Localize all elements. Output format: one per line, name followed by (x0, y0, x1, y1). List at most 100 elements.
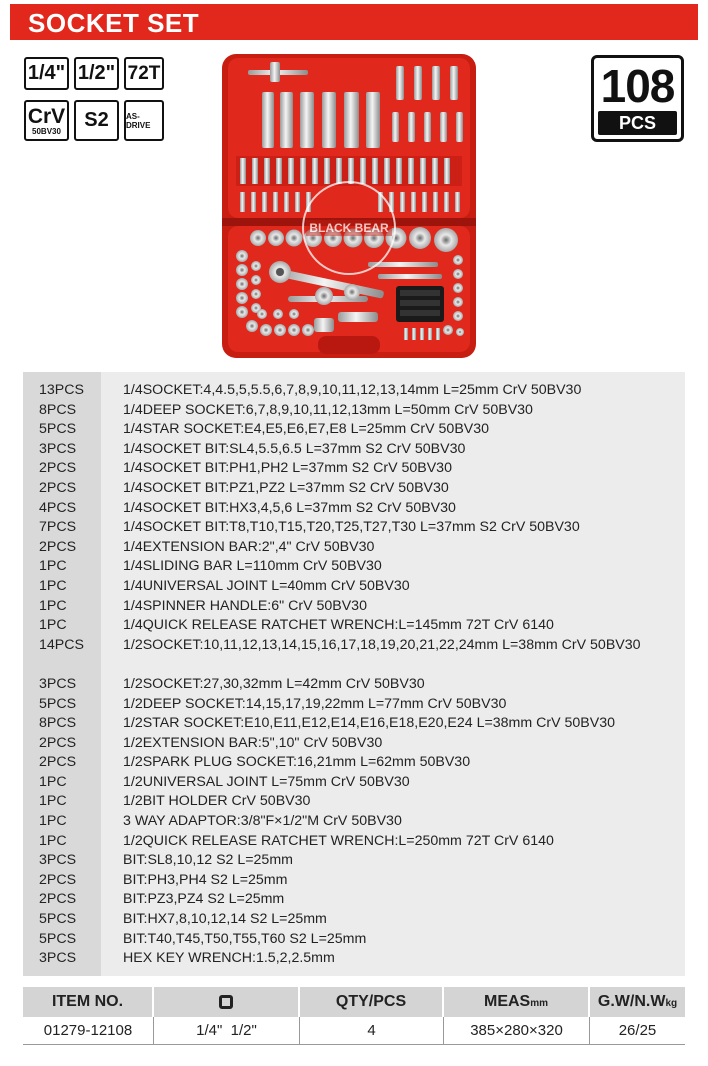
spec-description: 3 WAY ADAPTOR:3/8"F×1/2"M CrV 50BV30 (123, 813, 402, 830)
spec-row: 13PCS 1/4SOCKET:4,4.5,5,5.5,6,7,8,9,10,11… (23, 381, 685, 401)
spec-quantity: 4PCS (39, 499, 77, 516)
spec-quantity: 2PCS (39, 538, 77, 555)
spec-description: 1/4SOCKET BIT:PH1,PH2 L=37mm S2 CrV 50BV… (123, 460, 452, 477)
header-meas-label: MEAS (483, 993, 531, 1010)
hex-key-handle-block (396, 286, 444, 322)
spec-quantity: 3PCS (39, 852, 77, 869)
spec-description: 1/4EXTENSION BAR:2",4" CrV 50BV30 (123, 538, 375, 555)
spec-description: 1/4UNIVERSAL JOINT L=40mm CrV 50BV30 (123, 577, 410, 594)
spec-quantity: 2PCS (39, 891, 77, 908)
spec-quantity: 5PCS (39, 911, 77, 928)
badge-material-grade: 50BV30 (32, 126, 61, 136)
packing-info-table: ITEM NO. QTY/PCS MEASmm G.W/N.Wkg 01279-… (23, 987, 685, 1045)
spec-description: BIT:T40,T45,T50,T55,T60 S2 L=25mm (123, 930, 367, 947)
spec-row: 4PCS 1/4SOCKET BIT:HX3,4,5,6 L=37mm S2 Cr… (23, 499, 685, 519)
spec-quantity: 5PCS (39, 930, 77, 947)
spec-quantity: 8PCS (39, 715, 77, 732)
spec-row: 5PCS BIT:T40,T45,T50,T55,T60 S2 L=25mm (23, 930, 685, 950)
spec-description: 1/4SOCKET:4,4.5,5,5.5,6,7,8,9,10,11,12,1… (123, 382, 582, 398)
star-sockets (443, 255, 464, 336)
spec-description: BIT:HX7,8,10,12,14 S2 L=25mm (123, 911, 327, 928)
spec-description: 1/4SOCKET BIT:SL4,5.5,6.5 L=37mm S2 CrV … (123, 440, 466, 457)
header-item-no: ITEM NO. (23, 987, 154, 1017)
header-weight: G.W/N.Wkg (590, 987, 685, 1017)
cell-meas: 385×280×320 (444, 1017, 590, 1045)
spec-description: 1/4SOCKET BIT:T8,T10,T15,T20,T25,T27,T30… (123, 519, 580, 536)
spec-description: 1/4QUICK RELEASE RATCHET WRENCH:L=145mm … (123, 617, 554, 634)
spec-quantity: 1PC (39, 773, 67, 790)
spec-description: 1/2SOCKET:10,11,12,13,14,15,16,17,18,19,… (123, 636, 641, 653)
badge-material: CrV 50BV30 (24, 100, 69, 141)
header-meas: MEASmm (444, 987, 590, 1017)
spec-quantity: 8PCS (39, 401, 77, 418)
spec-row: 1PC 1/2QUICK RELEASE RATCHET WRENCH:L=250… (23, 832, 685, 852)
spec-row: 1PC 1/4SLIDING BAR L=110mm CrV 50BV30 (23, 557, 685, 577)
cell-drive: 1/4" 1/2" (154, 1017, 300, 1045)
spec-description: 1/2UNIVERSAL JOINT L=75mm CrV 50BV30 (123, 773, 410, 790)
spec-quantity: 1PC (39, 597, 67, 614)
badge-finish: AS-DRIVE (124, 100, 164, 141)
spec-quantity: 2PCS (39, 479, 77, 496)
spec-quantity: 1PC (39, 558, 67, 575)
spec-quantity: 1PC (39, 577, 67, 594)
spec-description: 1/2SOCKET:27,30,32mm L=42mm CrV 50BV30 (123, 675, 425, 692)
brand-watermark: BLACK BEAR (302, 181, 396, 275)
spec-description: 1/2SPARK PLUG SOCKET:16,21mm L=62mm 50BV… (123, 754, 471, 771)
spec-description: 1/4STAR SOCKET:E4,E5,E6,E7,E8 L=25mm CrV… (123, 421, 490, 438)
cell-weight: 26/25 (618, 1022, 657, 1039)
quarter-inch-sockets (236, 250, 314, 336)
half-inch-sockets-row (250, 227, 458, 252)
spec-quantity: 2PCS (39, 871, 77, 888)
cell-qty: 4 (300, 1017, 444, 1045)
spec-description: 1/4DEEP SOCKET:6,7,8,9,10,11,12,13mm L=5… (123, 401, 533, 418)
spec-description: 1/4SLIDING BAR L=110mm CrV 50BV30 (123, 558, 382, 575)
spec-description: 1/2STAR SOCKET:E10,E11,E12,E14,E16,E18,E… (123, 715, 615, 732)
table-row: 01279-12108 1/4" 1/2" 4 385×280×320 26/2… (23, 1017, 685, 1045)
badge-bit-steel: S2 (74, 100, 119, 141)
spec-row: 3PCS BIT:SL8,10,12 S2 L=25mm (23, 851, 685, 871)
spec-quantity: 13PCS (39, 382, 84, 398)
spec-quantity: 1PC (39, 793, 67, 810)
specification-panel: 13PCS 1/4SOCKET:4,4.5,5,5.5,6,7,8,9,10,11… (23, 372, 685, 976)
quantity-column-background (23, 372, 101, 976)
packing-table-header: ITEM NO. QTY/PCS MEASmm G.W/N.Wkg (23, 987, 685, 1017)
deep-sockets-large (262, 92, 380, 148)
piece-count-number: 108 (600, 60, 676, 112)
ratchet-wrench-small (288, 284, 368, 305)
spec-row: 2PCS 1/4SOCKET BIT:PZ1,PZ2 L=37mm S2 CrV … (23, 479, 685, 499)
header-qty-pcs: QTY/PCS (300, 987, 444, 1017)
spec-description: BIT:SL8,10,12 S2 L=25mm (123, 852, 293, 869)
spec-row: 7PCS 1/4SOCKET BIT:T8,T10,T15,T20,T25,T27… (23, 518, 685, 538)
square-drive-icon (219, 994, 233, 1009)
spec-quantity: 2PCS (39, 460, 77, 477)
badge-half-drive: 1/2" (74, 57, 119, 90)
badge-teeth: 72T (124, 57, 164, 90)
header-meas-unit: mm (530, 998, 549, 1009)
socket-bits-row (236, 156, 462, 212)
spec-description: 1/2QUICK RELEASE RATCHET WRENCH:L=250mm … (123, 832, 554, 849)
header-drive (154, 987, 300, 1017)
svg-text:BLACK BEAR: BLACK BEAR (309, 221, 389, 235)
spec-row: 8PCS 1/4DEEP SOCKET:6,7,8,9,10,11,12,13mm… (23, 401, 685, 421)
spec-row: 8PCS 1/2STAR SOCKET:E10,E11,E12,E14,E16,E… (23, 714, 685, 734)
spec-quantity: 7PCS (39, 519, 77, 536)
spec-row: 2PCS BIT:PH3,PH4 S2 L=25mm (23, 871, 685, 891)
spec-description: 1/4SOCKET BIT:PZ1,PZ2 L=37mm S2 CrV 50BV… (123, 479, 449, 496)
spec-description: BIT:PH3,PH4 S2 L=25mm (123, 871, 288, 888)
spec-quantity: 3PCS (39, 950, 77, 967)
spec-description: 1/4SOCKET BIT:HX3,4,5,6 L=37mm S2 CrV 50… (123, 499, 456, 516)
spec-quantity: 5PCS (39, 695, 77, 712)
spec-quantity: 1PC (39, 832, 67, 849)
badge-material-label: CrV (27, 104, 66, 128)
piece-count-badge: 108 PCS (591, 55, 684, 142)
